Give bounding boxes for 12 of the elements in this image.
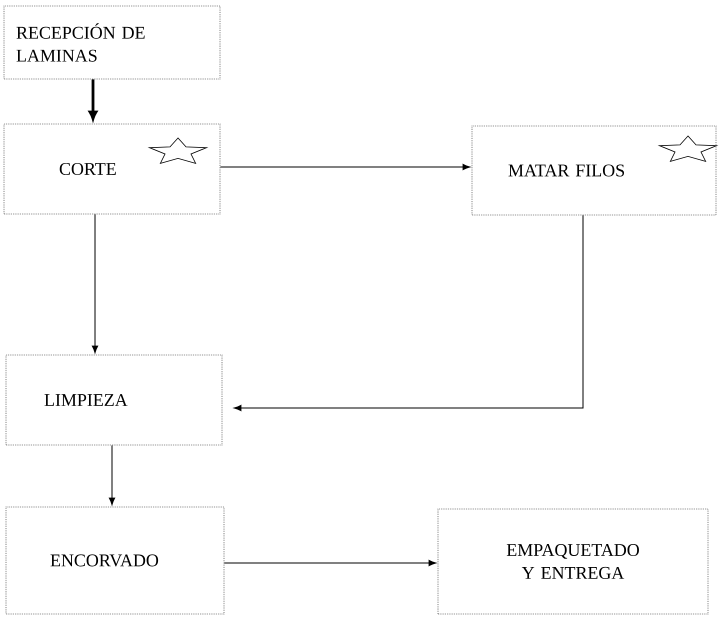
process-box: ENCORVADO bbox=[6, 506, 224, 614]
process-box: LIMPIEZA bbox=[6, 354, 222, 446]
arrow bbox=[108, 444, 116, 506]
process-box: EMPAQUETADO Y ENTREGA bbox=[438, 508, 708, 614]
arrow bbox=[234, 214, 584, 412]
process-box: CORTE bbox=[4, 124, 220, 214]
process-box: MATAR FILOS bbox=[472, 126, 716, 216]
arrow bbox=[220, 164, 470, 170]
arrow bbox=[88, 79, 98, 120]
process-box: RECEPCIÓN DE LAMINAS bbox=[4, 6, 220, 80]
arrow bbox=[224, 560, 436, 566]
arrow bbox=[92, 214, 98, 354]
